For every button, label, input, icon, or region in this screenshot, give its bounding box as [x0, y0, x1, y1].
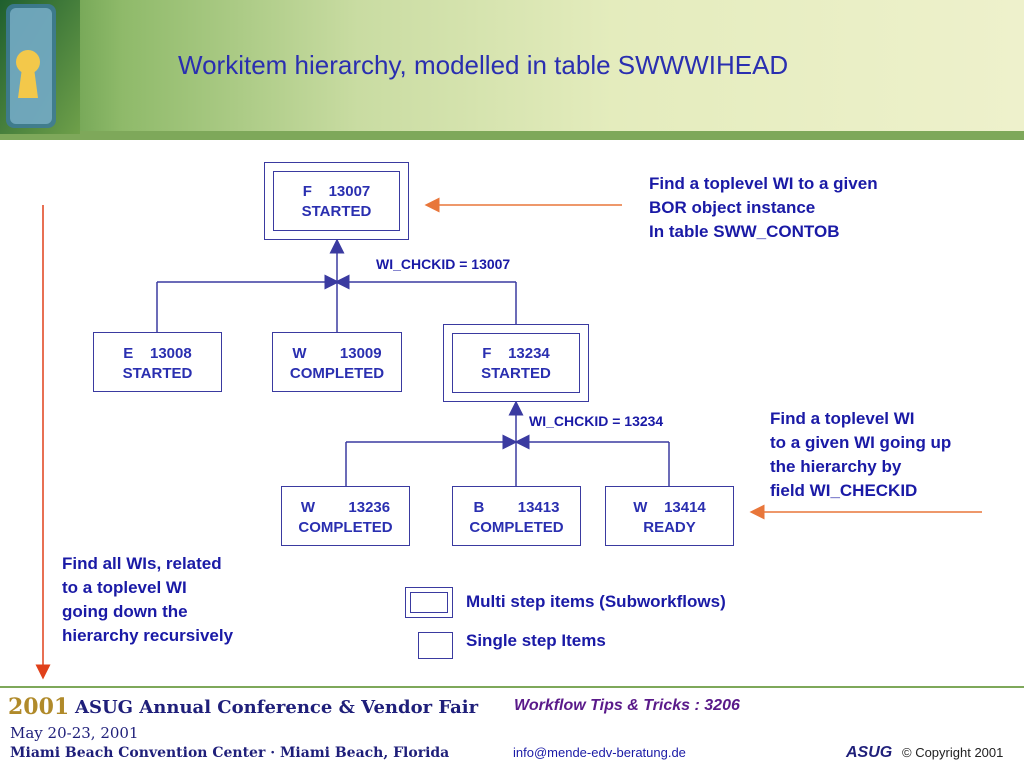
- node-id: 13009: [339, 345, 382, 362]
- node-e13008: E 13008 STARTED: [93, 332, 222, 392]
- footer-rule: [0, 686, 1024, 688]
- node-status: STARTED: [481, 365, 551, 382]
- legend-single-swatch: [418, 632, 453, 659]
- node-status: COMPLETED: [289, 365, 385, 382]
- node-type: W: [300, 499, 316, 516]
- note-toplevel-up: Find a toplevel WI to a given WI going u…: [770, 409, 952, 500]
- node-id: 13007: [328, 183, 371, 200]
- node-f13234: F 13234 STARTED: [443, 324, 589, 402]
- slide-footer: [0, 686, 1024, 768]
- edge-label-mid: WI_CHCKID = 13234: [529, 413, 664, 429]
- session-track: Workflow Tips & Tricks : 3206: [514, 697, 740, 714]
- node-inner-frame: [273, 171, 400, 231]
- slide-header: [0, 0, 1024, 138]
- conference-dates: May 20-23, 2001: [10, 724, 139, 742]
- header-rule: [0, 131, 1024, 140]
- node-status: COMPLETED: [298, 519, 393, 536]
- node-w13414: W 13414 READY: [605, 486, 734, 546]
- note-toplevel-bor: Find a toplevel WI to a given BOR object…: [649, 174, 878, 241]
- node-type: W: [633, 499, 648, 516]
- tree-connector-top: [156, 238, 517, 332]
- conference-venue: Miami Beach Convention Center · Miami Be…: [10, 745, 450, 761]
- contact-email: info@mende-edv-beratung.de: [513, 745, 686, 760]
- keyhole-logo-icon: [0, 0, 80, 134]
- node-status: STARTED: [301, 203, 372, 220]
- conference-year: 2001: [8, 694, 70, 720]
- node-type: W: [292, 345, 307, 362]
- node-type: F: [482, 345, 492, 362]
- node-status: COMPLETED: [469, 519, 564, 536]
- asug-logo: ASUG: [846, 744, 893, 761]
- node-id: 13414: [664, 499, 706, 516]
- node-type: B: [473, 499, 485, 516]
- legend-multi-swatch: [405, 587, 453, 618]
- node-id: 13236: [348, 499, 391, 516]
- node-id: 13008: [149, 345, 192, 362]
- legend-multi-inner: [410, 592, 448, 613]
- node-w13009: W 13009 COMPLETED: [272, 332, 402, 392]
- note-all-down: Find all WIs, related to a toplevel WI g…: [62, 554, 234, 645]
- node-type: F: [302, 183, 312, 200]
- node-inner-frame: [452, 333, 580, 393]
- node-type: E: [123, 345, 134, 362]
- node-status: STARTED: [122, 365, 193, 382]
- node-id: 13234: [508, 345, 550, 362]
- edge-label-top: WI_CHCKID = 13007: [376, 256, 511, 272]
- legend-single-label: Single step Items: [466, 631, 606, 650]
- legend-multi-label: Multi step items (Subworkflows): [466, 592, 726, 611]
- page-title: Workitem hierarchy, modelled in table SW…: [178, 50, 789, 80]
- node-status: READY: [643, 519, 696, 536]
- conference-name: ASUG Annual Conference & Vendor Fair: [75, 697, 479, 718]
- copyright-notice: © Copyright 2001: [902, 745, 1004, 760]
- node-f13007: F 13007 STARTED: [264, 162, 409, 240]
- tree-connector-mid: [345, 400, 670, 486]
- node-id: 13413: [517, 499, 560, 516]
- node-w13236: W 13236 COMPLETED: [281, 486, 410, 546]
- node-b13413: B 13413 COMPLETED: [452, 486, 581, 546]
